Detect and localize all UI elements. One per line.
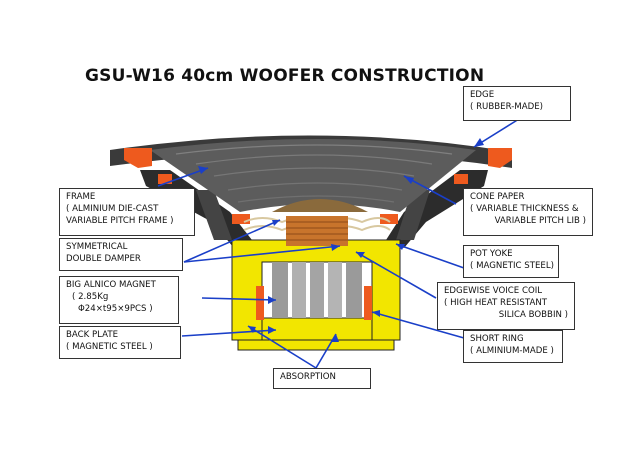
arrowhead-coil xyxy=(356,252,365,258)
dust-cap xyxy=(272,199,368,212)
label-cone-title: CONE PAPER xyxy=(470,192,525,202)
label-edge-detail: ( RUBBER-MADE) xyxy=(470,102,543,112)
label-magnet-title: BIG ALNICO MAGNET xyxy=(66,280,156,290)
label-edge: EDGE ( RUBBER-MADE) xyxy=(463,86,571,121)
label-potyoke-title: POT YOKE xyxy=(470,249,513,259)
label-absorption: ABSORPTION xyxy=(273,368,371,389)
rubber-edge xyxy=(124,148,512,224)
label-coil-detail-1: ( HIGH HEAT RESISTANT xyxy=(444,298,548,308)
label-coil-title: EDGEWISE VOICE COIL xyxy=(444,286,543,296)
arrowhead-potyoke xyxy=(396,244,405,250)
label-damper-title: SYMMETRICAL xyxy=(66,242,128,252)
leader-damper-a xyxy=(183,219,281,263)
label-shortring-detail: ( ALMINIUM-MADE ) xyxy=(470,346,554,356)
arrowhead-absorption-b xyxy=(332,334,339,342)
leader-backplate xyxy=(181,329,277,337)
label-magnet-size: Φ24×t95×9PCS ) xyxy=(78,304,153,314)
label-frame-detail-1: ( ALMINIUM DIE-CAST xyxy=(66,204,159,214)
leader-frame xyxy=(157,167,209,187)
label-backplate-title: BACK PLATE xyxy=(66,330,119,340)
label-backplate-detail: ( MAGNETIC STEEL ) xyxy=(66,342,153,352)
label-absorption-title: ABSORPTION xyxy=(280,372,336,382)
leader-absorption-a xyxy=(247,325,317,369)
label-frame-detail-2: VARIABLE PITCH FRAME ) xyxy=(66,216,174,226)
leader-magnet xyxy=(201,297,277,301)
alnico-magnets xyxy=(272,262,362,318)
label-damper: SYMMETRICAL DOUBLE DAMPER xyxy=(59,238,183,271)
short-ring xyxy=(256,286,372,320)
voice-coil xyxy=(286,216,348,246)
label-cone-paper: CONE PAPER ( VARIABLE THICKNESS & VARIAB… xyxy=(463,188,593,236)
label-frame-title: FRAME xyxy=(66,192,96,202)
leader-shortring xyxy=(371,311,465,339)
label-edge-title: EDGE xyxy=(470,90,495,100)
leader-absorption-b xyxy=(315,333,337,369)
label-coil-detail-2: SILICA BOBBIN ) xyxy=(498,310,568,320)
cone-paper xyxy=(150,139,476,212)
arrowhead-magnet xyxy=(268,296,276,304)
label-shortring-title: SHORT RING xyxy=(470,334,524,344)
back-plate xyxy=(261,317,373,341)
label-frame: FRAME ( ALMINIUM DIE-CAST VARIABLE PITCH… xyxy=(59,188,195,236)
label-back-plate: BACK PLATE ( MAGNETIC STEEL ) xyxy=(59,326,181,359)
label-damper-detail: DOUBLE DAMPER xyxy=(66,254,141,264)
diagram-title: GSU-W16 40cm WOOFER CONSTRUCTION xyxy=(85,66,485,86)
leader-potyoke xyxy=(395,243,465,269)
label-potyoke-detail: ( MAGNETIC STEEL) xyxy=(470,261,554,271)
arrowhead-cone xyxy=(404,176,414,184)
label-short-ring: SHORT RING ( ALMINIUM-MADE ) xyxy=(463,330,563,363)
label-cone-detail-1: ( VARIABLE THICKNESS & xyxy=(470,204,579,214)
arrowhead-damper-a xyxy=(272,220,280,226)
label-magnet: BIG ALNICO MAGNET ( 2.85Kg Φ24×t95×9PCS … xyxy=(59,276,179,324)
arrowhead-frame xyxy=(198,166,208,174)
label-cone-detail-2: VARIABLE PITCH LIB ) xyxy=(494,216,586,226)
arrowhead-backplate xyxy=(268,326,276,334)
arrowhead-damper-b xyxy=(331,244,340,251)
leader-coil xyxy=(355,251,437,299)
arrowhead-edge xyxy=(474,138,484,147)
arrowhead-shortring xyxy=(372,310,380,317)
arrowhead-absorption-a xyxy=(248,326,256,333)
label-voice-coil: EDGEWISE VOICE COIL ( HIGH HEAT RESISTAN… xyxy=(437,282,575,330)
leader-damper-b xyxy=(183,245,341,263)
label-pot-yoke: POT YOKE ( MAGNETIC STEEL) xyxy=(463,245,559,278)
label-magnet-weight: ( 2.85Kg xyxy=(72,292,109,302)
pot-yoke xyxy=(231,239,401,351)
